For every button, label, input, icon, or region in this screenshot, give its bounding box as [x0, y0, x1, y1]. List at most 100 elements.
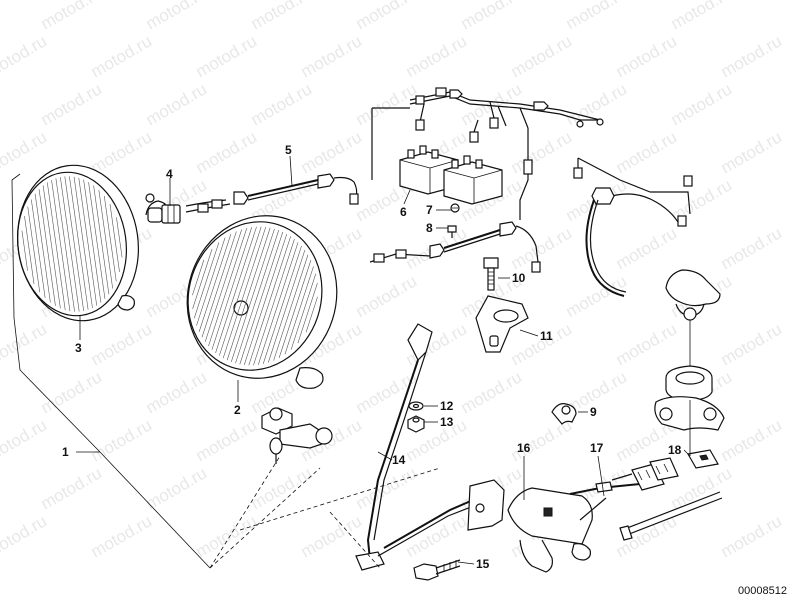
lens-flute-line — [278, 260, 312, 358]
clip-9 — [551, 403, 577, 425]
callout-10: 10 — [512, 271, 526, 285]
callout-16: 16 — [517, 441, 531, 455]
headlight-left — [16, 164, 139, 322]
callout-labels: 1 2 3 4 5 6 7 8 9 10 11 12 13 14 15 16 1… — [62, 143, 682, 571]
watermark-text: motod.ru — [88, 415, 156, 465]
lens-flute-line — [253, 239, 295, 366]
lens-flute-line — [211, 227, 253, 350]
watermark-text: motod.ru — [0, 511, 50, 561]
callout-4: 4 — [166, 167, 173, 181]
watermark-text: motod.ru — [88, 31, 156, 81]
lens-flute-line — [201, 231, 237, 338]
handlebar-clamp — [654, 365, 725, 456]
lens-flute-line — [55, 178, 75, 312]
callout-18: 18 — [668, 443, 682, 457]
callout-8: 8 — [426, 221, 433, 235]
lens-flute-line — [305, 296, 318, 333]
watermark-text: motod.ru — [193, 31, 261, 81]
lens-flute-line — [235, 230, 280, 364]
callout-12: 12 — [440, 399, 454, 413]
watermark-text: motod.ru — [613, 31, 681, 81]
lens-flute-line — [230, 228, 275, 362]
watermark-text: motod.ru — [248, 463, 316, 513]
callout-9: 9 — [590, 405, 597, 419]
callout-2: 2 — [234, 403, 241, 417]
callout-17: 17 — [590, 441, 604, 455]
lens-flute-line — [59, 177, 80, 312]
callout-15: 15 — [476, 557, 490, 571]
watermark-text: motod.ru — [508, 31, 576, 81]
watermark-text: motod.ru — [353, 79, 421, 129]
callout-11: 11 — [540, 329, 553, 343]
callout-1: 1 — [62, 445, 69, 459]
bolt-10 — [483, 257, 499, 291]
lens-flute-line — [297, 283, 318, 344]
watermark-text: motod.ru — [718, 127, 786, 177]
watermark-text: motod.ru — [613, 127, 681, 177]
screw-8 — [447, 225, 457, 238]
lens-flute-line — [73, 176, 93, 309]
lens-flute-line — [268, 249, 306, 363]
watermark-text: motod.ru — [298, 511, 366, 561]
callout-3: 3 — [75, 341, 82, 355]
lens-flute-line — [273, 254, 309, 361]
watermark-text: motod.ru — [458, 0, 526, 33]
reference-number: 00008512 — [738, 585, 787, 597]
callout-5: 5 — [285, 143, 292, 157]
watermark-text: motod.ru — [88, 127, 156, 177]
right-harness — [573, 157, 693, 297]
watermark-text: motod.ru — [193, 127, 261, 177]
watermark-text: motod.ru — [668, 79, 736, 129]
watermark-text: motod.ru — [88, 511, 156, 561]
lens-flute-line — [248, 236, 291, 366]
watermark-text: motod.ru — [353, 271, 421, 321]
watermark-text: motod.ru — [0, 319, 50, 369]
watermark-text: motod.ru — [193, 511, 261, 561]
watermark-text: motod.ru — [143, 79, 211, 129]
watermark-text: motod.ru — [508, 319, 576, 369]
lens-flute-line — [215, 226, 257, 353]
watermark-text: motod.ru — [88, 319, 156, 369]
lens-flute-line — [196, 237, 226, 326]
watermark-text: motod.ru — [38, 79, 106, 129]
watermark-text: motod.ru — [248, 0, 316, 33]
lens-flute-line — [42, 185, 61, 309]
watermark-text: motod.ru — [143, 463, 211, 513]
watermark-text: motod.ru — [143, 0, 211, 33]
callout-7: 7 — [426, 203, 433, 217]
lens-flute-line — [64, 176, 85, 311]
nut-13 — [407, 415, 425, 433]
watermark-text: motod.ru — [718, 223, 786, 273]
lens-flute-line — [257, 242, 299, 365]
lens-flute-line — [31, 199, 46, 299]
upper-harness — [371, 87, 604, 220]
watermark-text: motod.ru — [508, 223, 576, 273]
watermark-text: motod.ru — [668, 0, 736, 33]
watermark-text: motod.ru — [613, 223, 681, 273]
lens-flute-line — [78, 177, 98, 306]
lens-flute-line — [193, 242, 220, 319]
callout-14: 14 — [392, 453, 406, 467]
lens-flute-line — [192, 248, 213, 309]
wire-harness-5 — [185, 173, 359, 213]
callout-13: 13 — [440, 415, 454, 429]
watermark-text: motod.ru — [508, 127, 576, 177]
watermark-text: motod.ru — [193, 415, 261, 465]
relay-pair — [399, 145, 503, 205]
watermark-text: motod.ru — [563, 0, 631, 33]
lens-flute-line — [243, 233, 288, 366]
watermark-text: motod.ru — [38, 0, 106, 33]
switch-assembly-16 — [507, 487, 607, 573]
lens-flute-line — [103, 195, 117, 282]
bracket-11 — [475, 295, 529, 353]
watermark-text: motod.ru — [38, 367, 106, 417]
lens-flute-line — [226, 227, 271, 361]
lens-flute-line — [262, 245, 302, 364]
watermark-text: motod.ru — [0, 415, 50, 465]
lens-flute-line — [109, 204, 120, 272]
watermark-text: motod.ru — [0, 31, 50, 81]
watermark-text: motod.ru — [248, 79, 316, 129]
lens-flute-line — [51, 179, 71, 312]
lens-flute-line — [204, 229, 242, 343]
